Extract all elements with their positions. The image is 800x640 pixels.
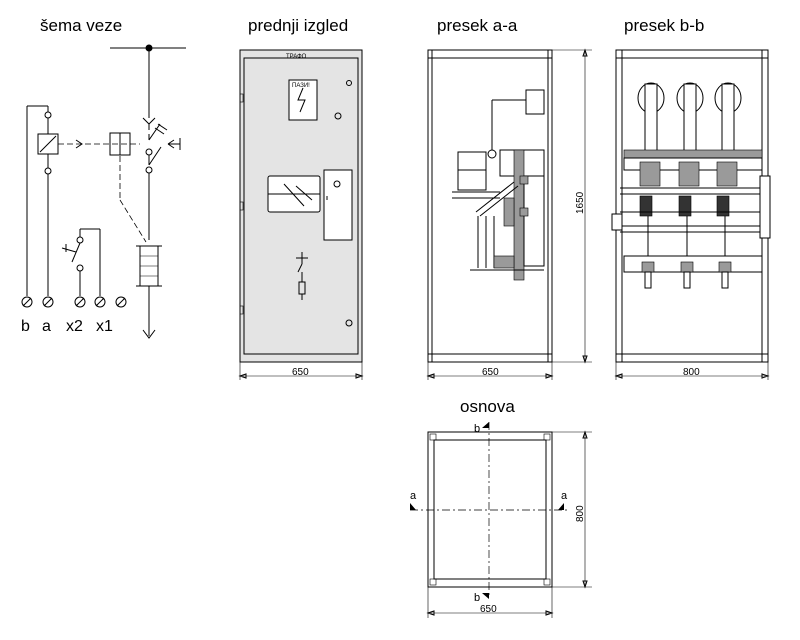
section-bb-title: presek b-b [624, 16, 704, 35]
base-view-title: osnova [460, 397, 515, 416]
header-plate: ТРАФО [286, 54, 307, 60]
terminal-b-label: b [21, 318, 30, 335]
base-view [410, 422, 592, 618]
section-bb-width-dim: 800 [683, 367, 700, 378]
section-mark-a-right: a [561, 490, 568, 502]
warning-sign: ПАЗИ! [292, 83, 310, 89]
section-aa-width-dim: 650 [482, 367, 499, 378]
section-bb-view [611, 49, 771, 380]
section-aa-title: presek a-a [437, 16, 518, 35]
base-width-dim: 650 [480, 604, 497, 615]
section-aa-height-dim: 1650 [575, 191, 586, 214]
section-mark-b-top: b [474, 423, 480, 435]
section-mark-a-left: a [410, 490, 417, 502]
wiring-schema [21, 44, 186, 339]
terminal-x1-label: x1 [96, 318, 113, 335]
front-view [238, 49, 364, 380]
base-depth-dim: 800 [575, 505, 586, 522]
schema-title: šema veze [40, 16, 122, 35]
front-view-title: prednji izgled [248, 16, 348, 35]
section-aa-view [426, 48, 592, 380]
section-mark-b-bottom: b [474, 592, 480, 604]
front-width-dim: 650 [292, 367, 309, 378]
terminal-a-label: a [42, 318, 51, 335]
terminal-x2-label: x2 [66, 318, 83, 335]
